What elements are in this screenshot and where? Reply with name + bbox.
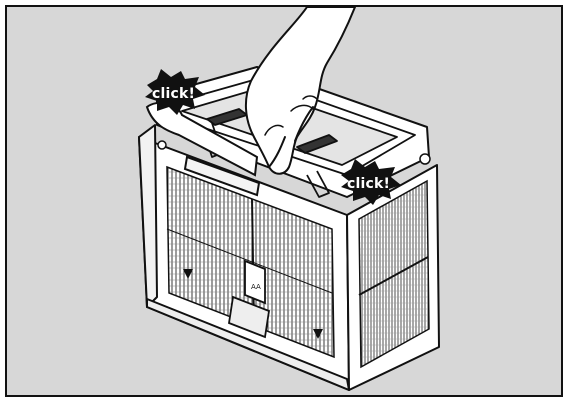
- down-arrow-icon: [313, 329, 323, 339]
- burst-icon: [341, 159, 401, 205]
- screw-icon: [157, 140, 167, 150]
- click-callout-left: click!: [145, 69, 205, 115]
- click-label-left: click!: [152, 86, 195, 102]
- burst-icon: [145, 69, 205, 115]
- filter-type-label: AA: [251, 283, 261, 291]
- hand: [245, 7, 356, 175]
- base-arrows: [183, 269, 323, 339]
- front-latch: AA: [228, 259, 270, 339]
- front-filter: [166, 165, 335, 359]
- click-callout-right: click!: [341, 159, 401, 205]
- screw-icon: [419, 153, 431, 165]
- down-arrow-icon: [183, 269, 193, 279]
- side-filter: [358, 179, 430, 369]
- click-label-right: click!: [347, 176, 390, 192]
- filter-install-illustration: AA click! click!: [138, 7, 440, 391]
- illustration-frame: AA click! click!: [5, 5, 563, 397]
- screws: [157, 140, 431, 165]
